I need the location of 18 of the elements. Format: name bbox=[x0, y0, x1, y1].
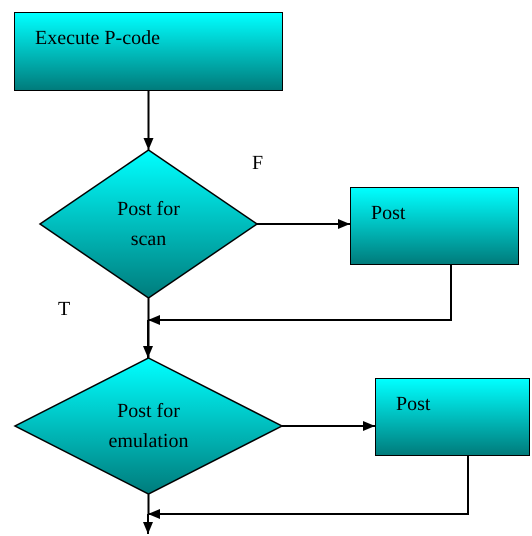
arrow bbox=[144, 91, 154, 150]
branch-label: F bbox=[252, 152, 264, 175]
arrow bbox=[282, 421, 375, 431]
arrow bbox=[148, 456, 469, 519]
process-label: Execute P-code bbox=[35, 27, 160, 50]
process-box bbox=[350, 187, 519, 265]
arrow bbox=[143, 514, 153, 534]
process-box bbox=[14, 12, 283, 91]
decision-label: Post for scan bbox=[116, 197, 181, 252]
process-box bbox=[375, 378, 530, 456]
decision-diamond bbox=[15, 358, 282, 494]
decision-label: Post for emulation bbox=[108, 399, 190, 454]
process-label: Post bbox=[371, 202, 406, 225]
arrow bbox=[143, 320, 153, 358]
branch-label: T bbox=[58, 298, 70, 321]
arrow bbox=[148, 265, 452, 325]
process-label: Post bbox=[396, 393, 430, 416]
arrow bbox=[257, 219, 350, 229]
